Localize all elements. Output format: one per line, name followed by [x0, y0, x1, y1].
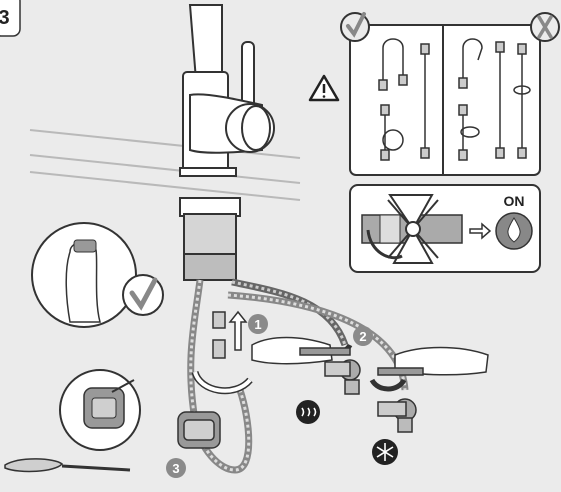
hose-weight	[178, 412, 220, 448]
cross-icon	[531, 13, 559, 41]
step-number-tab: 3	[0, 0, 20, 36]
step-badge-1-label: 1	[254, 317, 261, 332]
detail-circle-clamp	[60, 370, 140, 450]
snowflake-icon	[372, 439, 398, 465]
hot-water-icon	[296, 400, 320, 424]
hoses	[191, 280, 405, 470]
faucet	[180, 5, 274, 280]
on-label: ON	[504, 193, 525, 209]
valve-hot	[325, 360, 360, 394]
screwdriver	[5, 459, 130, 472]
step-number: 3	[0, 7, 10, 29]
hose-connectors	[213, 312, 246, 358]
step-badge-3-label: 3	[172, 461, 179, 476]
valve-on-panel: ON	[350, 185, 540, 272]
step-badge-3: 3	[166, 458, 186, 478]
water-drop-icon	[496, 213, 532, 249]
rotation-arrow-valve-2	[372, 380, 404, 389]
step-badge-2-label: 2	[359, 329, 366, 344]
step-badge-2: 2	[353, 326, 373, 346]
detail-circle-hand	[32, 223, 136, 327]
hose-comparison-panel	[350, 25, 540, 175]
valve-cold	[378, 399, 416, 432]
rotation-arrow-large	[195, 372, 250, 391]
check-icon	[123, 275, 163, 315]
warning-triangle-icon	[310, 76, 338, 100]
panel-check-icon	[341, 13, 369, 41]
step-badge-1: 1	[248, 314, 268, 334]
hand-with-wrench-left	[252, 338, 350, 364]
